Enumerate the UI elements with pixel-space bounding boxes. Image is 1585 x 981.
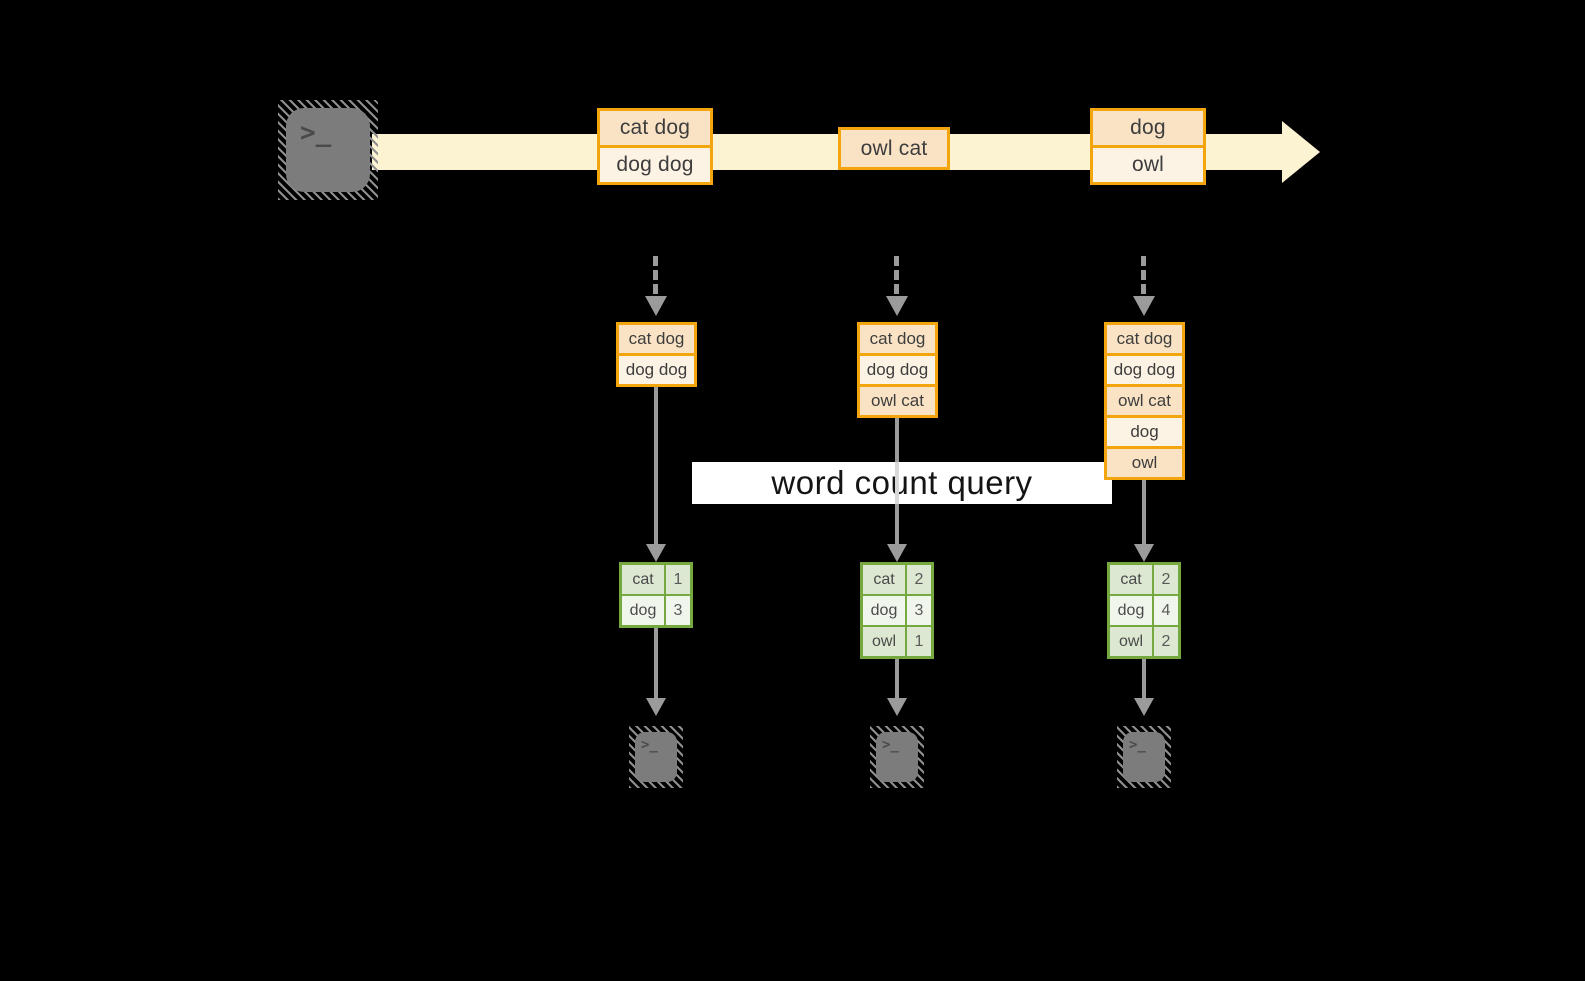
arrowhead bbox=[1134, 544, 1154, 562]
table-cell-count: 1 bbox=[666, 565, 690, 594]
terminal-icon-body: >_ bbox=[286, 108, 370, 192]
dataflow-line bbox=[895, 659, 899, 698]
state-row: cat dog bbox=[1107, 325, 1182, 353]
table-cell-count: 4 bbox=[1154, 596, 1178, 625]
table-cell-count: 3 bbox=[907, 596, 931, 625]
state-row: dog dog bbox=[619, 356, 694, 384]
terminal-prompt-glyph: >_ bbox=[300, 118, 332, 148]
table-cell-word: dog bbox=[622, 596, 664, 625]
table-cell-word: owl bbox=[1110, 627, 1152, 656]
state-row: cat dog bbox=[860, 325, 935, 353]
event-box-2: owl cat bbox=[838, 127, 950, 170]
event-row: owl bbox=[1093, 148, 1203, 182]
output-terminal-icon: >_ bbox=[629, 726, 683, 788]
arrowhead bbox=[646, 698, 666, 716]
state-row: owl cat bbox=[1107, 387, 1182, 415]
terminal-icon-body: >_ bbox=[1123, 732, 1165, 782]
table-cell-word: cat bbox=[622, 565, 664, 594]
count-table-2: cat 2 dog 3 owl 1 bbox=[860, 562, 934, 659]
table-cell-word: owl bbox=[863, 627, 905, 656]
event-row: owl cat bbox=[841, 130, 947, 167]
table-cell-word: cat bbox=[1110, 565, 1152, 594]
table-cell-count: 3 bbox=[666, 596, 690, 625]
arrowhead bbox=[887, 544, 907, 562]
state-box-3: cat dog dog dog owl cat dog owl bbox=[1104, 322, 1185, 480]
ingest-dashed-line bbox=[1141, 256, 1146, 294]
dataflow-line bbox=[654, 628, 658, 698]
state-row: owl bbox=[1107, 449, 1182, 477]
table-cell-count: 1 bbox=[907, 627, 931, 656]
state-box-1: cat dog dog dog bbox=[616, 322, 697, 387]
dataflow-line-over-banner bbox=[895, 462, 899, 504]
terminal-prompt-glyph: >_ bbox=[641, 737, 658, 753]
event-row: dog dog bbox=[600, 148, 710, 182]
event-row: cat dog bbox=[600, 111, 710, 145]
arrowhead bbox=[886, 296, 908, 316]
state-row: dog dog bbox=[860, 356, 935, 384]
source-terminal-icon: >_ bbox=[278, 100, 378, 200]
dataflow-line bbox=[654, 387, 658, 544]
arrowhead bbox=[887, 698, 907, 716]
table-cell-count: 2 bbox=[907, 565, 931, 594]
event-row: dog bbox=[1093, 111, 1203, 145]
ingest-dashed-line bbox=[894, 256, 899, 294]
table-cell-word: dog bbox=[1110, 596, 1152, 625]
state-row: cat dog bbox=[619, 325, 694, 353]
table-cell-word: dog bbox=[863, 596, 905, 625]
query-banner: word count query bbox=[692, 462, 1112, 504]
terminal-prompt-glyph: >_ bbox=[1129, 737, 1146, 753]
arrowhead bbox=[646, 544, 666, 562]
arrowhead bbox=[645, 296, 667, 316]
state-row: dog bbox=[1107, 418, 1182, 446]
arrowhead bbox=[1134, 698, 1154, 716]
output-terminal-icon: >_ bbox=[1117, 726, 1171, 788]
terminal-icon-body: >_ bbox=[635, 732, 677, 782]
stream-arrowhead bbox=[1282, 121, 1320, 183]
count-table-1: cat 1 dog 3 bbox=[619, 562, 693, 628]
event-box-3: dog owl bbox=[1090, 108, 1206, 185]
dataflow-line bbox=[1142, 480, 1146, 544]
count-table-3: cat 2 dog 4 owl 2 bbox=[1107, 562, 1181, 659]
table-cell-count: 2 bbox=[1154, 565, 1178, 594]
output-terminal-icon: >_ bbox=[870, 726, 924, 788]
state-row: dog dog bbox=[1107, 356, 1182, 384]
dataflow-line bbox=[1142, 659, 1146, 698]
terminal-prompt-glyph: >_ bbox=[882, 737, 899, 753]
table-cell-count: 2 bbox=[1154, 627, 1178, 656]
state-box-2: cat dog dog dog owl cat bbox=[857, 322, 938, 418]
event-box-1: cat dog dog dog bbox=[597, 108, 713, 185]
table-cell-word: cat bbox=[863, 565, 905, 594]
state-row: owl cat bbox=[860, 387, 935, 415]
ingest-dashed-line bbox=[653, 256, 658, 294]
arrowhead bbox=[1133, 296, 1155, 316]
terminal-icon-body: >_ bbox=[876, 732, 918, 782]
